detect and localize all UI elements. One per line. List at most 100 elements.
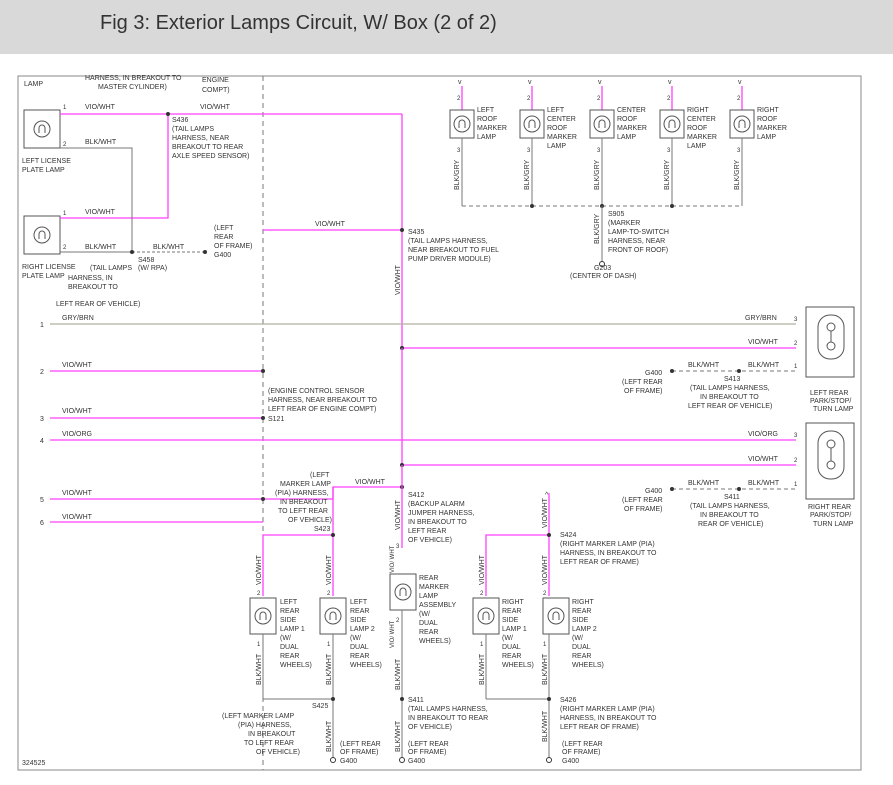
left-marker-pia-label: (LEFT MARKER LAMP (PIA) HARNESS, IN BREA… bbox=[275, 472, 332, 533]
svg-text:LEFT LICENSE: LEFT LICENSE bbox=[22, 158, 71, 165]
svg-text:2: 2 bbox=[40, 369, 44, 376]
svg-text:(LEFT REAR: (LEFT REAR bbox=[408, 741, 449, 748]
roof-lamp-left: v 2 3 BLK/GRY LEFT ROOF MARKER LAMP bbox=[449, 79, 507, 206]
svg-text:v: v bbox=[668, 79, 672, 86]
svg-text:DUAL: DUAL bbox=[350, 644, 369, 651]
splice-s426-label: S426 (RIGHT MARKER LAMP (PIA) HARNESS, I… bbox=[560, 697, 657, 731]
svg-text:(TAIL LAMPS HARNESS,: (TAIL LAMPS HARNESS, bbox=[690, 385, 770, 392]
svg-text:WHEELS): WHEELS) bbox=[419, 638, 451, 645]
splice-s436-label: S436 (TAIL LAMPS HARNESS, NEAR BREAKOUT … bbox=[172, 117, 249, 160]
svg-text:MARKER: MARKER bbox=[477, 125, 507, 132]
svg-text:G400: G400 bbox=[562, 758, 579, 765]
svg-text:1: 1 bbox=[480, 642, 484, 648]
right-rear-side-lamp-1: 2 1 BLK/WHT RIGHT REAR SIDE LAMP 1 (W/ D… bbox=[472, 591, 534, 699]
svg-text:VIO/ORG: VIO/ORG bbox=[748, 431, 778, 438]
left-license-plate-lamp: LEFT LICENSE PLATE LAMP bbox=[22, 109, 71, 174]
splice-s905-label: S905 (MARKER LAMP-TO-SWITCH HARNESS, NEA… bbox=[608, 211, 669, 254]
svg-text:1: 1 bbox=[327, 642, 331, 648]
svg-text:GRY/BRN: GRY/BRN bbox=[745, 315, 777, 322]
svg-text:VIO/WHT: VIO/WHT bbox=[256, 554, 263, 585]
svg-text:S121: S121 bbox=[268, 416, 284, 423]
svg-text:RIGHT LICENSE: RIGHT LICENSE bbox=[22, 264, 76, 271]
svg-text:OF FRAME): OF FRAME) bbox=[624, 506, 663, 513]
svg-text:(BACKUP ALARM: (BACKUP ALARM bbox=[408, 501, 465, 508]
svg-text:IN BREAKOUT TO REAR: IN BREAKOUT TO REAR bbox=[408, 715, 488, 722]
svg-text:BLK/WHT: BLK/WHT bbox=[688, 362, 720, 369]
svg-text:MARKER LAMP: MARKER LAMP bbox=[280, 481, 331, 488]
svg-text:LAMP: LAMP bbox=[419, 593, 438, 600]
svg-text:1: 1 bbox=[40, 322, 44, 329]
title-bar: Fig 3: Exterior Lamps Circuit, W/ Box (2… bbox=[0, 0, 893, 54]
note-lamp: LAMP bbox=[24, 81, 43, 88]
svg-text:(LEFT REAR: (LEFT REAR bbox=[340, 741, 381, 748]
svg-text:FRONT OF ROOF): FRONT OF ROOF) bbox=[608, 247, 668, 254]
svg-text:PLATE LAMP: PLATE LAMP bbox=[22, 167, 65, 174]
svg-text:ROOF: ROOF bbox=[687, 125, 707, 132]
svg-text:v: v bbox=[738, 79, 742, 86]
svg-text:2: 2 bbox=[257, 591, 261, 597]
left-rear-side-lamp-2: 2 1 BLK/WHT LEFT REAR SIDE LAMP 2 (W/ DU… bbox=[319, 591, 382, 760]
svg-text:(W/: (W/ bbox=[350, 635, 361, 642]
svg-text:VIO/WHT: VIO/WHT bbox=[748, 456, 779, 463]
splice-s121-label: (ENGINE CONTROL SENSOR HARNESS, NEAR BRE… bbox=[268, 388, 377, 423]
svg-text:RIGHT: RIGHT bbox=[757, 107, 780, 114]
bulb-icon bbox=[33, 226, 51, 244]
svg-text:LEFT REAR: LEFT REAR bbox=[810, 390, 848, 397]
svg-text:VIO/WHT: VIO/WHT bbox=[62, 490, 93, 497]
svg-text:LEFT REAR OF VEHICLE): LEFT REAR OF VEHICLE) bbox=[56, 301, 140, 308]
svg-text:BREAKOUT TO REAR: BREAKOUT TO REAR bbox=[172, 144, 243, 151]
svg-text:G203: G203 bbox=[594, 265, 611, 272]
svg-text:LAMP 1: LAMP 1 bbox=[280, 626, 305, 633]
svg-text:(W/: (W/ bbox=[572, 635, 583, 642]
svg-text:2: 2 bbox=[480, 591, 484, 597]
svg-text:2: 2 bbox=[667, 96, 671, 102]
svg-text:VIO/WHT: VIO/WHT bbox=[62, 408, 93, 415]
svg-text:G400: G400 bbox=[340, 758, 357, 765]
splice-s435-label: S435 (TAIL LAMPS HARNESS, NEAR BREAKOUT … bbox=[408, 229, 499, 263]
svg-text:SIDE: SIDE bbox=[280, 617, 297, 624]
svg-text:G400: G400 bbox=[645, 370, 662, 377]
ground-icon bbox=[399, 757, 405, 763]
svg-text:(ENGINE CONTROL SENSOR: (ENGINE CONTROL SENSOR bbox=[268, 388, 365, 395]
splice-s411-right-label: S411 (TAIL LAMPS HARNESS, IN BREAKOUT TO… bbox=[690, 494, 770, 528]
svg-text:^: ^ bbox=[545, 492, 549, 499]
svg-text:VIO/WHT: VIO/WHT bbox=[479, 554, 486, 585]
roof-lamp-right: v 2 3 BLK/GRY RIGHT ROOF MARKER LAMP bbox=[729, 79, 787, 206]
svg-text:v: v bbox=[598, 79, 602, 86]
svg-text:LAMP: LAMP bbox=[617, 134, 636, 141]
svg-text:LAMP 1: LAMP 1 bbox=[502, 626, 527, 633]
svg-text:BLK/GRY: BLK/GRY bbox=[454, 159, 461, 190]
wiring-diagram: LAMP HARNESS, IN BREAKOUT TO MASTER CYLI… bbox=[17, 75, 862, 771]
svg-text:LEFT REAR OF FRAME): LEFT REAR OF FRAME) bbox=[560, 559, 639, 566]
svg-text:VIO/WHT: VIO/WHT bbox=[326, 554, 333, 585]
svg-text:4: 4 bbox=[40, 438, 44, 445]
svg-text:(LEFT REAR: (LEFT REAR bbox=[562, 741, 603, 748]
svg-text:(TAIL LAMPS: (TAIL LAMPS bbox=[172, 126, 214, 133]
svg-text:VIO/WHT: VIO/WHT bbox=[200, 104, 231, 111]
svg-text:HARNESS, NEAR: HARNESS, NEAR bbox=[172, 135, 229, 142]
svg-text:3: 3 bbox=[794, 433, 798, 439]
svg-text:BLK/WHT: BLK/WHT bbox=[326, 653, 333, 685]
svg-text:OF FRAME): OF FRAME) bbox=[408, 749, 447, 756]
svg-text:PUMP DRIVER MODULE): PUMP DRIVER MODULE) bbox=[408, 256, 491, 263]
svg-text:1: 1 bbox=[794, 364, 798, 370]
svg-text:BLK/GRY: BLK/GRY bbox=[524, 159, 531, 190]
svg-text:LAMP: LAMP bbox=[547, 143, 566, 150]
note-engine-1: ENGINE bbox=[202, 77, 229, 84]
svg-text:VIO/WHT: VIO/WHT bbox=[542, 497, 549, 528]
svg-text:BLK/WHT: BLK/WHT bbox=[85, 139, 117, 146]
svg-text:2: 2 bbox=[396, 618, 400, 624]
svg-text:(RIGHT MARKER LAMP (PIA): (RIGHT MARKER LAMP (PIA) bbox=[560, 706, 655, 713]
svg-text:ROOF: ROOF bbox=[757, 116, 777, 123]
svg-text:IN BREAKOUT TO: IN BREAKOUT TO bbox=[700, 512, 759, 519]
svg-text:MARKER: MARKER bbox=[547, 134, 577, 141]
svg-text:TO LEFT REAR: TO LEFT REAR bbox=[244, 740, 294, 747]
svg-text:BLK/WHT: BLK/WHT bbox=[153, 244, 185, 251]
svg-text:LEFT REAR OF VEHICLE): LEFT REAR OF VEHICLE) bbox=[688, 403, 772, 410]
svg-text:1: 1 bbox=[63, 211, 67, 217]
svg-text:VIO/ORG: VIO/ORG bbox=[62, 431, 92, 438]
svg-text:LAMP: LAMP bbox=[757, 134, 776, 141]
svg-text:OF VEHICLE): OF VEHICLE) bbox=[408, 724, 452, 731]
svg-text:(LEFT REAR: (LEFT REAR bbox=[622, 379, 663, 386]
svg-text:IN BREAKOUT: IN BREAKOUT bbox=[280, 499, 328, 506]
